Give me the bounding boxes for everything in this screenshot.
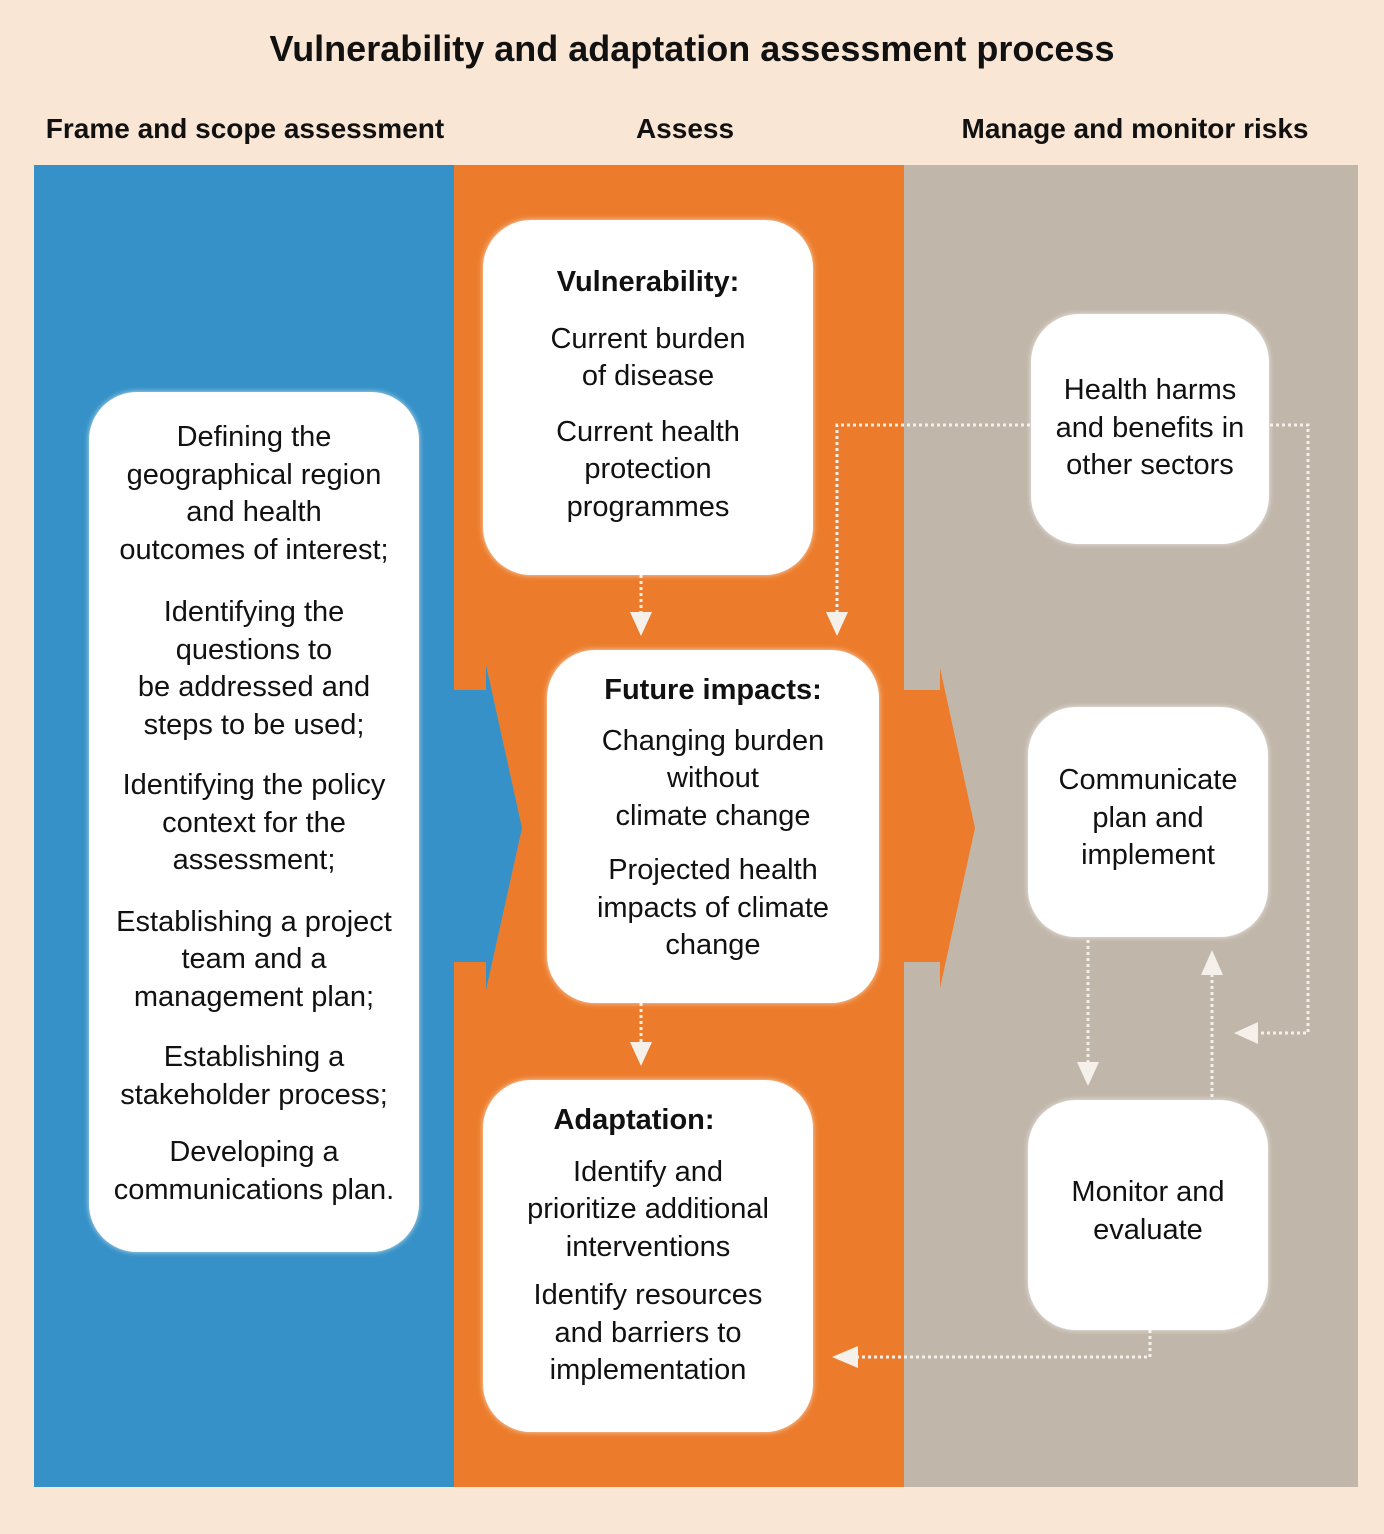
frame-item-policy: Identifying the policy context for the a… bbox=[122, 769, 386, 876]
health-harms-box: Health harms and benefits in other secto… bbox=[1031, 314, 1269, 544]
vulnerability-item-burden: Current burden of disease bbox=[550, 322, 746, 393]
adaptation-item-interventions: Identify and prioritize additional inter… bbox=[527, 1155, 769, 1263]
communicate-text: Communicate plan and implement bbox=[1058, 764, 1238, 871]
column-header-manage: Manage and monitor risks bbox=[961, 113, 1309, 144]
frame-to-assess-arrow bbox=[454, 665, 522, 990]
column-header-assess: Assess bbox=[635, 113, 735, 144]
frame-item-stakeholder: Establishing a stakeholder process; bbox=[120, 1041, 388, 1111]
future-item-changing: Changing burden without climate change bbox=[601, 724, 825, 832]
health-harms-text: Health harms and benefits in other secto… bbox=[1055, 374, 1245, 481]
frame-scope-box: Defining the geographical region and hea… bbox=[89, 392, 419, 1252]
adaptation-box: Adaptation: Identify and prioritize addi… bbox=[483, 1080, 813, 1432]
future-item-projected: Projected health impacts of climate chan… bbox=[596, 854, 830, 961]
communicate-box: Communicate plan and implement bbox=[1028, 707, 1268, 937]
assess-to-manage-arrow bbox=[904, 668, 975, 988]
arrowheads bbox=[630, 612, 1258, 1368]
monitor-text: Monitor and evaluate bbox=[1071, 1176, 1225, 1246]
diagram-title: Vulnerability and adaptation assessment … bbox=[269, 28, 1115, 69]
monitor-box: Monitor and evaluate bbox=[1028, 1100, 1268, 1330]
vulnerability-item-programmes: Current health protection programmes bbox=[556, 415, 740, 523]
adaptation-item-resources: Identify resources and barriers to imple… bbox=[533, 1279, 763, 1386]
frame-item-team: Establishing a project team and a manage… bbox=[116, 905, 392, 1013]
vulnerability-box: Vulnerability: Current burden of disease… bbox=[483, 220, 813, 575]
dotted-connectors bbox=[639, 423, 1310, 1359]
future-impacts-heading: Future impacts: bbox=[604, 674, 822, 706]
future-impacts-box: Future impacts: Changing burden without … bbox=[547, 650, 879, 1003]
adaptation-heading: Adaptation: bbox=[553, 1104, 715, 1136]
frame-item-region: Defining the geographical region and hea… bbox=[119, 421, 389, 566]
frame-item-communications: Developing a communications plan. bbox=[113, 1136, 395, 1206]
vulnerability-heading: Vulnerability: bbox=[556, 266, 740, 298]
frame-item-questions: Identifying the questions to be addresse… bbox=[137, 596, 371, 741]
column-header-frame: Frame and scope assessment bbox=[45, 113, 445, 144]
